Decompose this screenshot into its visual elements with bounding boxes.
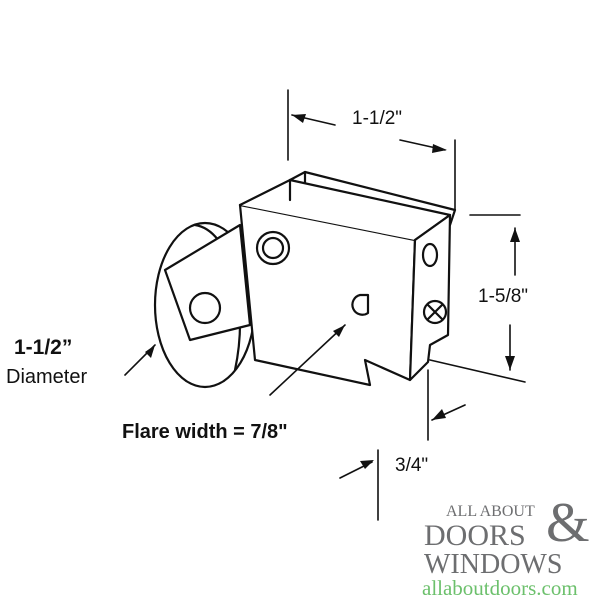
flare-tab bbox=[163, 223, 252, 342]
logo-url: allaboutdoors.com bbox=[422, 576, 578, 600]
depth-label: 3/4" bbox=[395, 455, 429, 476]
logo-ampersand: & bbox=[546, 492, 590, 554]
height-label: 1-5/8" bbox=[478, 286, 529, 307]
arrowheads bbox=[145, 114, 520, 469]
logo-line-1: ALL ABOUT bbox=[446, 503, 535, 520]
logo-line-2: DOORS bbox=[424, 519, 526, 552]
flare-width-label: Flare width = 7/8" bbox=[122, 421, 288, 443]
adjustment-screw-icon bbox=[422, 299, 448, 325]
logo-line-3: WINDOWS bbox=[424, 549, 563, 580]
housing-side bbox=[408, 213, 452, 382]
wheel-diameter-value: 1-1/2” bbox=[14, 336, 73, 359]
top-width-label: 1-1/2" bbox=[352, 108, 403, 129]
flare-hole bbox=[188, 291, 222, 325]
wheel-diameter-label: Diameter bbox=[6, 366, 88, 388]
front-hole bbox=[255, 230, 291, 266]
